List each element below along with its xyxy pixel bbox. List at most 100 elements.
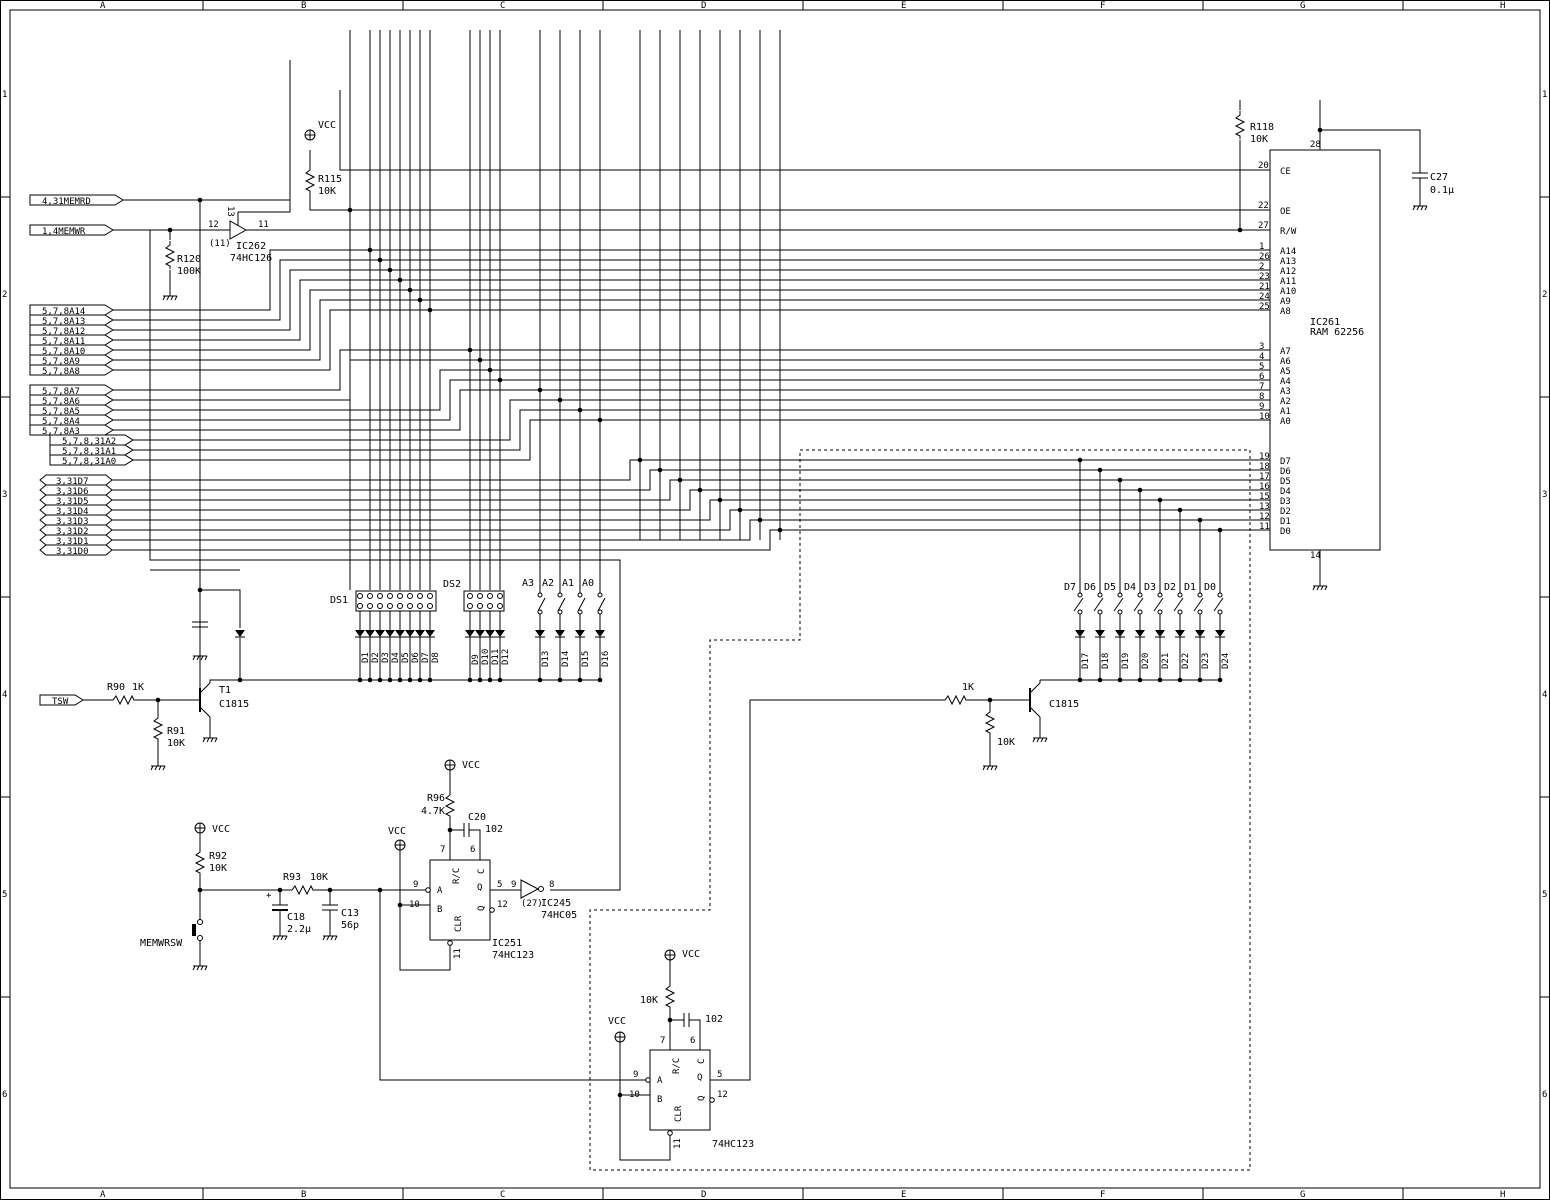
vcc-icon <box>614 1031 626 1043</box>
border-row-label: 4 <box>1542 690 1547 700</box>
diode-icon <box>484 629 496 638</box>
lower-mmv-b: B <box>657 1095 662 1105</box>
diode-icon <box>574 629 586 638</box>
switch-contact <box>1077 592 1083 598</box>
switch-contact <box>597 609 603 615</box>
ds1-contact <box>397 603 403 609</box>
inversion-bubble <box>489 907 495 913</box>
diode-icon <box>1114 629 1126 638</box>
ground-icon <box>1412 199 1428 211</box>
wire <box>113 289 1270 351</box>
junction-dot <box>597 417 603 423</box>
inversion-bubble <box>447 940 453 946</box>
addr-lo-port-label: 5,7,8,31A1 <box>62 447 116 457</box>
lower-mmv-pin7: 7 <box>660 1036 665 1046</box>
t2-pd-resistor <box>985 707 995 737</box>
ic261-pin-number: 10 <box>1259 412 1270 422</box>
junction-dot <box>657 467 663 473</box>
addr-switch-label: A1 <box>562 578 574 589</box>
ic261-pin-number: 15 <box>1259 492 1270 502</box>
c27-value: 0.1μ <box>1430 185 1454 196</box>
wire <box>339 90 1270 171</box>
ic261-pin-label: A4 <box>1280 377 1291 387</box>
lower-mmv-clr: CLR <box>674 1105 684 1122</box>
ic251-part: 74HC123 <box>492 950 534 961</box>
ic261-vcc-pin: 28 <box>1310 140 1321 150</box>
vcc-label: VCC <box>388 826 406 837</box>
ic261-pin-label: D3 <box>1280 497 1291 507</box>
r90-resistor <box>108 695 138 705</box>
addr-lo-port <box>49 444 134 456</box>
junction-dot <box>487 677 493 683</box>
junction-dot <box>167 227 173 233</box>
t2-pd-r-value: 10K <box>997 737 1015 748</box>
ds1-contact <box>367 603 373 609</box>
diode-icon <box>424 629 436 638</box>
ic261-pin-number: 18 <box>1259 462 1270 472</box>
r115-resistor <box>305 165 315 195</box>
junction-dot <box>677 477 683 483</box>
diode-label: D18 <box>1101 653 1111 669</box>
ground-icon <box>150 759 166 771</box>
addr-switch-label: A2 <box>542 578 554 589</box>
wire <box>113 349 1270 391</box>
data-switch-label: D6 <box>1084 582 1096 593</box>
r93-name: R93 <box>283 872 301 883</box>
memwrsw-contact <box>197 919 203 925</box>
diode-label: D6 <box>411 652 421 663</box>
ds1-contact <box>387 593 393 599</box>
ic245-pin-out: 8 <box>549 880 554 890</box>
wire <box>113 359 1270 401</box>
diode-icon <box>494 629 506 638</box>
ds1-contact <box>407 603 413 609</box>
diode-label: D1 <box>361 652 371 663</box>
border-row-label: 2 <box>1542 290 1547 300</box>
junction-dot <box>447 827 453 833</box>
ic261-ram: IC261 RAM 62256 28 14 CE20OE22R/W27A141A… <box>1258 140 1381 561</box>
junction-dot <box>367 247 373 253</box>
r91-resistor <box>153 713 163 743</box>
wire <box>1093 597 1104 612</box>
junction-dot <box>777 527 783 533</box>
r115-value: 10K <box>318 186 336 197</box>
ic251-q: Q <box>477 883 482 893</box>
junction-dot <box>155 697 161 703</box>
ds2-contact <box>487 593 493 599</box>
ic261-pin-label: A0 <box>1280 417 1291 427</box>
border-col-label: B <box>301 1 306 11</box>
diode-icon <box>474 629 486 638</box>
lower-mmv-c: C <box>697 1059 707 1064</box>
junction-dot <box>1137 487 1143 493</box>
ic261-pin-number: 2 <box>1259 262 1264 272</box>
lower-c-value: 102 <box>705 1014 723 1025</box>
border-row-label: 5 <box>1542 890 1547 900</box>
wire <box>113 299 1270 361</box>
ic261-pin-label: D0 <box>1280 527 1291 537</box>
wire <box>537 597 546 612</box>
junction-dot <box>577 677 583 683</box>
junction-dot <box>237 677 243 683</box>
addr-lo-port-label: 5,7,8,31A2 <box>62 437 116 447</box>
junction-dot <box>1077 677 1083 683</box>
diode-icon <box>1134 629 1146 638</box>
memwr-port <box>29 224 114 236</box>
ic261-pin-number: 20 <box>1258 161 1269 171</box>
data-switch-label: D1 <box>1184 582 1196 593</box>
addr-hi-port-label: 5,7,8A12 <box>42 327 85 337</box>
addr-lo-port <box>29 384 114 396</box>
c20-name: C20 <box>468 812 486 823</box>
wire <box>309 194 1270 211</box>
junction-dot <box>1237 227 1243 233</box>
wire <box>379 890 648 1081</box>
ds1-contact <box>377 593 383 599</box>
addr-lo-port <box>49 434 134 446</box>
junction-dot <box>387 267 393 273</box>
junction-dot <box>617 1092 623 1098</box>
memwrsw-label: MEMWRSW <box>140 938 183 949</box>
wire <box>200 589 241 628</box>
ic245-name: IC245 <box>541 898 571 909</box>
ic261-pin-label: D6 <box>1280 467 1291 477</box>
junction-dot <box>1157 677 1163 683</box>
addr-lo-port-label: 5,7,8A3 <box>42 427 80 437</box>
ic251-qbar: Q <box>477 906 487 911</box>
